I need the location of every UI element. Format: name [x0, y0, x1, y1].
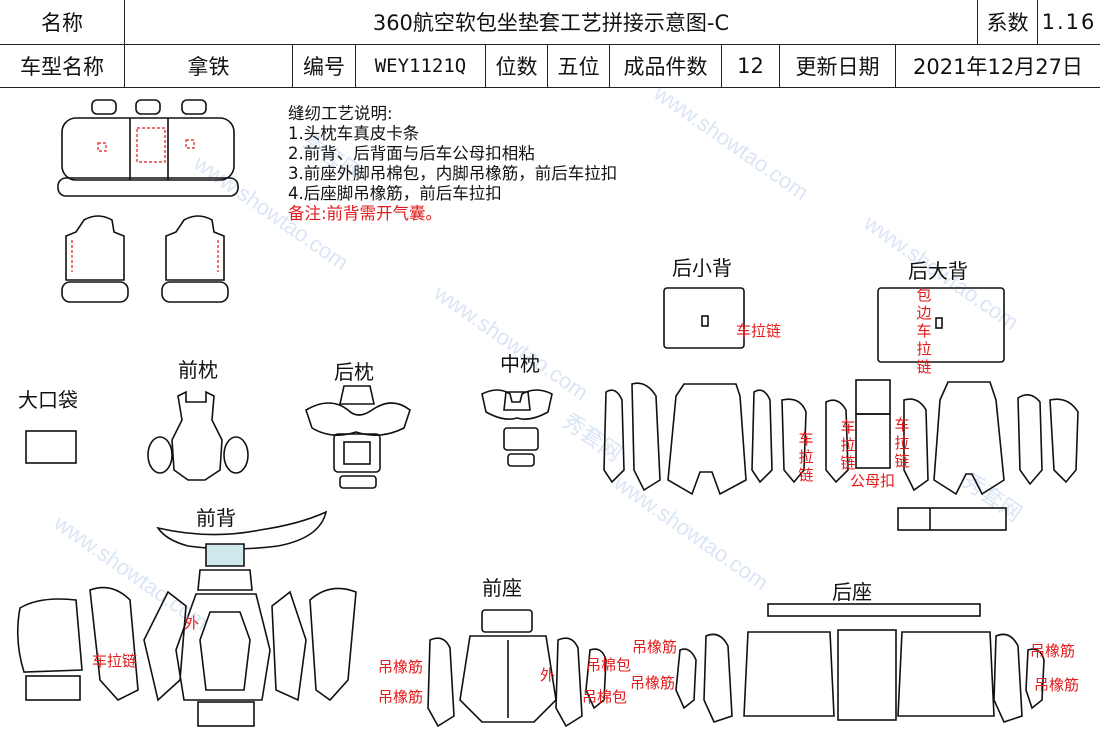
annotation-outer: 外 [184, 614, 200, 632]
code-label: 编号 [293, 45, 356, 88]
notes-line: 1.头枕车真皮卡条 [288, 124, 420, 143]
notes-line: 3.前座外脚吊棉包，内脚吊橡筋，前后车拉扣 [288, 164, 618, 183]
label-rear-seat: 后座 [832, 580, 872, 604]
model-value: 拿铁 [125, 45, 293, 88]
label-front-back: 前背 [196, 506, 236, 530]
rear-small-back-pieces [603, 287, 807, 496]
annotation-char: 拉 [894, 434, 910, 452]
header-table: 名称 360航空软包坐垫套工艺拼接示意图-C 系数 1.16 车型名称 拿铁 编… [0, 0, 1100, 88]
annotation-char: 车 [894, 416, 910, 434]
pieces-label: 成品件数 [610, 45, 722, 88]
annotation-char: 链 [840, 454, 856, 472]
annotation-elastic: 吊橡筋 [1034, 676, 1080, 694]
label-big-pocket: 大口袋 [18, 388, 78, 412]
annotation-char: 链 [916, 358, 932, 376]
annotation-edge-zipper: 包 边 车 拉 链 [916, 286, 932, 376]
front-seat-pieces [427, 609, 607, 728]
annotation-char: 车 [916, 322, 932, 340]
coef-value: 1.16 [1038, 0, 1100, 45]
annotation-car-zipper: 车拉链 [736, 322, 782, 340]
big-pocket-piece [25, 430, 77, 464]
label-rear-big-back: 后大背 [908, 259, 968, 283]
rear-seat-thumbnail [57, 99, 239, 197]
coef-label: 系数 [978, 0, 1038, 45]
annotation-zipper-vertical: 车 拉 链 [894, 416, 910, 470]
notes-heading: 缝纫工艺说明: [288, 104, 393, 123]
annotation-elastic: 吊橡筋 [630, 674, 676, 692]
seats-label: 位数 [486, 45, 548, 88]
notes-line: 2.前背、后背面与后车公母扣相粘 [288, 144, 535, 163]
notes-line: 4.后座脚吊橡筋，前后车拉扣 [288, 184, 502, 203]
annotation-elastic: 吊橡筋 [632, 638, 678, 656]
label-front-seat: 前座 [482, 576, 522, 600]
annotation-elastic: 吊橡筋 [1030, 642, 1076, 660]
annotation-char: 拉 [840, 436, 856, 454]
front-seat-thumbnails [61, 215, 229, 303]
date-value: 2021年12月27日 [896, 45, 1100, 88]
pieces-value: 12 [722, 45, 780, 88]
annotation-char: 链 [798, 466, 814, 484]
model-label: 车型名称 [0, 45, 125, 88]
label-front-headrest: 前枕 [178, 358, 218, 382]
notes-remark: 备注:前背需开气囊。 [288, 204, 443, 223]
code-value: WEY1121Q [356, 45, 486, 88]
sewing-notes: 缝纫工艺说明: 1.头枕车真皮卡条 2.前背、后背面与后车公母扣相粘 3.前座外… [288, 104, 617, 224]
annotation-cotton: 吊棉包 [586, 656, 632, 674]
annotation-zipper-vertical: 车 拉 链 [840, 418, 856, 472]
middle-headrest-pieces [481, 389, 553, 467]
annotation-char: 链 [894, 452, 910, 470]
seats-value: 五位 [548, 45, 610, 88]
annotation-outer: 外 [540, 666, 556, 684]
label-middle-headrest: 中枕 [500, 352, 540, 376]
annotation-char: 拉 [916, 340, 932, 358]
annotation-snap: 公母扣 [850, 472, 896, 490]
rear-big-back-pieces [825, 287, 1079, 531]
annotation-char: 拉 [798, 448, 814, 466]
annotation-char: 包 [916, 286, 932, 304]
front-headrest-pieces [147, 390, 249, 481]
annotation-elastic: 吊橡筋 [378, 688, 424, 706]
annotation-cotton: 吊棉包 [582, 688, 628, 706]
front-back-pieces [16, 510, 357, 727]
label-rear-small-back: 后小背 [672, 256, 732, 280]
label-rear-headrest: 后枕 [334, 360, 374, 384]
annotation-car-zipper: 车拉链 [92, 652, 138, 670]
annotation-elastic: 吊橡筋 [378, 658, 424, 676]
rear-seat-pieces [675, 603, 1045, 723]
rear-headrest-pieces [305, 385, 411, 489]
page-title: 360航空软包坐垫套工艺拼接示意图-C [125, 0, 978, 45]
annotation-zipper-vertical: 车 拉 链 [798, 430, 814, 484]
name-label: 名称 [0, 0, 125, 45]
annotation-char: 车 [798, 430, 814, 448]
annotation-char: 边 [916, 304, 932, 322]
date-label: 更新日期 [780, 45, 896, 88]
annotation-char: 车 [840, 418, 856, 436]
